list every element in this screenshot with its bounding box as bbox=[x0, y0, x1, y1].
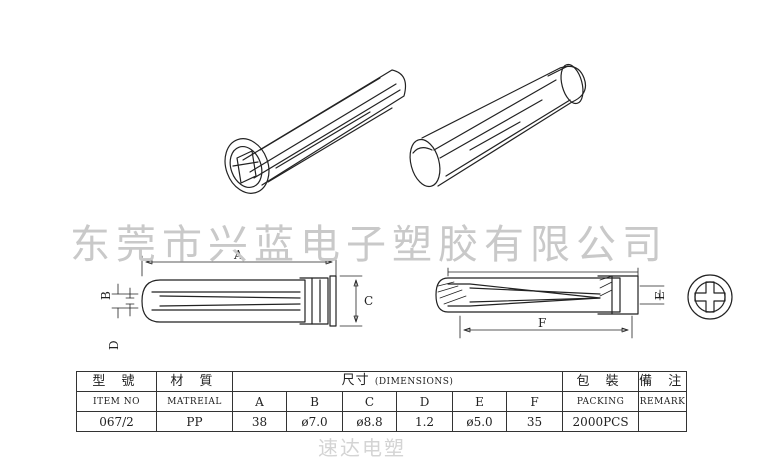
dim-label-c: C bbox=[364, 294, 373, 308]
cell-f: 35 bbox=[505, 411, 564, 432]
iso-view-left bbox=[224, 69, 407, 194]
header-item-en: ITEM NO bbox=[76, 391, 157, 412]
bottom-watermark: 速达电塑 bbox=[318, 436, 406, 458]
cell-material: PP bbox=[156, 411, 233, 432]
header-material-en: MATREIAL bbox=[156, 391, 233, 412]
side-view bbox=[141, 275, 337, 327]
dim-label-e: E bbox=[653, 291, 667, 300]
end-view bbox=[687, 274, 733, 320]
cell-e: ø5.0 bbox=[452, 411, 507, 432]
header-remark-cn: 備 注 bbox=[638, 371, 688, 392]
col-header-a: A bbox=[232, 391, 287, 412]
header-material-cn: 材 質 bbox=[156, 371, 233, 392]
spec-table: 型 號 材 質 尺寸 (DIMENSIONS) 包 裝 備 注 ITEM NO … bbox=[76, 371, 688, 432]
table-header-row: 型 號 材 質 尺寸 (DIMENSIONS) 包 裝 備 注 bbox=[76, 371, 688, 392]
header-remark-en: REMARK bbox=[638, 391, 688, 412]
dim-label-a: A bbox=[233, 248, 243, 262]
cell-c: ø8.8 bbox=[342, 411, 397, 432]
col-header-b: B bbox=[286, 391, 343, 412]
header-item-cn: 型 號 bbox=[76, 371, 157, 392]
dim-label-d: D bbox=[107, 340, 121, 350]
table-row: 067/2 PP 38 ø7.0 ø8.8 1.2 ø5.0 35 2000PC… bbox=[76, 411, 688, 432]
iso-view-right bbox=[409, 63, 587, 188]
cell-d: 1.2 bbox=[396, 411, 453, 432]
cell-remark bbox=[638, 411, 688, 432]
table-subheader-row: ITEM NO MATREIAL A B C D E F PACKING REM… bbox=[76, 391, 688, 412]
header-dims-en: (DIMENSIONS) bbox=[374, 377, 454, 387]
col-header-e: E bbox=[452, 391, 507, 412]
col-header-d: D bbox=[396, 391, 453, 412]
cell-b: ø7.0 bbox=[286, 411, 343, 432]
company-watermark: 东莞市兴蓝电子塑胶有限公司 bbox=[70, 222, 668, 268]
col-header-f: F bbox=[505, 391, 564, 412]
header-dims-cn: 尺寸 bbox=[341, 373, 370, 388]
dim-label-f: F bbox=[538, 316, 546, 330]
cell-a: 38 bbox=[232, 411, 287, 432]
header-packing-cn: 包 裝 bbox=[562, 371, 640, 392]
col-header-c: C bbox=[342, 391, 397, 412]
section-dimension-lines bbox=[447, 267, 665, 339]
header-dimensions: 尺寸 (DIMENSIONS) bbox=[231, 371, 564, 392]
cell-packing: 2000PCS bbox=[562, 411, 640, 432]
dimension-lines bbox=[111, 255, 363, 327]
header-packing-en: PACKING bbox=[562, 391, 640, 412]
section-view bbox=[435, 275, 639, 315]
cell-item: 067/2 bbox=[76, 411, 157, 432]
dim-label-b: B bbox=[99, 291, 113, 300]
